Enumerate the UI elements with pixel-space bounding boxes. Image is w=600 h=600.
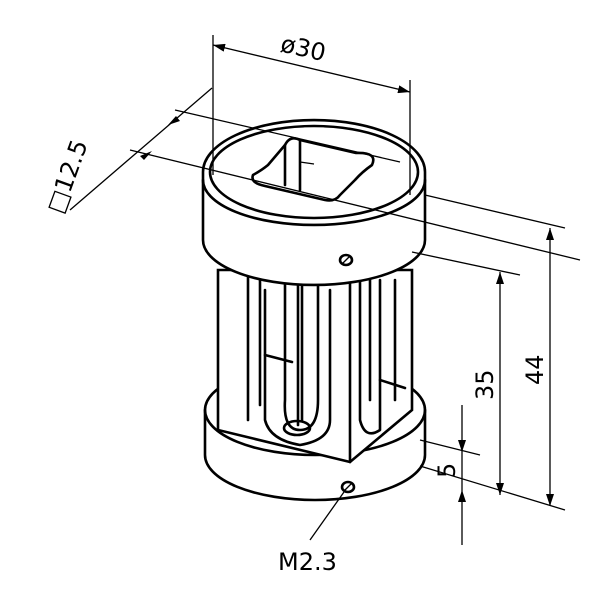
dimension-diameter: ø30	[212, 30, 411, 195]
dimension-base-height-label: 5	[433, 463, 461, 478]
screw-callout-label: M2.3	[278, 548, 337, 576]
screw-callout: M2.3	[278, 491, 345, 576]
square-socket	[251, 137, 375, 202]
dimension-upper-height-label: 35	[471, 369, 499, 400]
dimension-square-label: □12.5	[41, 136, 93, 217]
dimension-base-height: 5	[419, 405, 481, 545]
top-ring	[201, 118, 427, 287]
dimension-total-height-label: 44	[521, 354, 549, 385]
dimension-diameter-label: ø30	[278, 30, 328, 67]
cage-body	[216, 268, 414, 464]
screw-hole-top	[338, 253, 354, 267]
dimension-total-height: 44	[419, 194, 566, 511]
screw-hole-bottom	[340, 480, 356, 494]
dimension-upper-height: 35	[411, 251, 521, 495]
